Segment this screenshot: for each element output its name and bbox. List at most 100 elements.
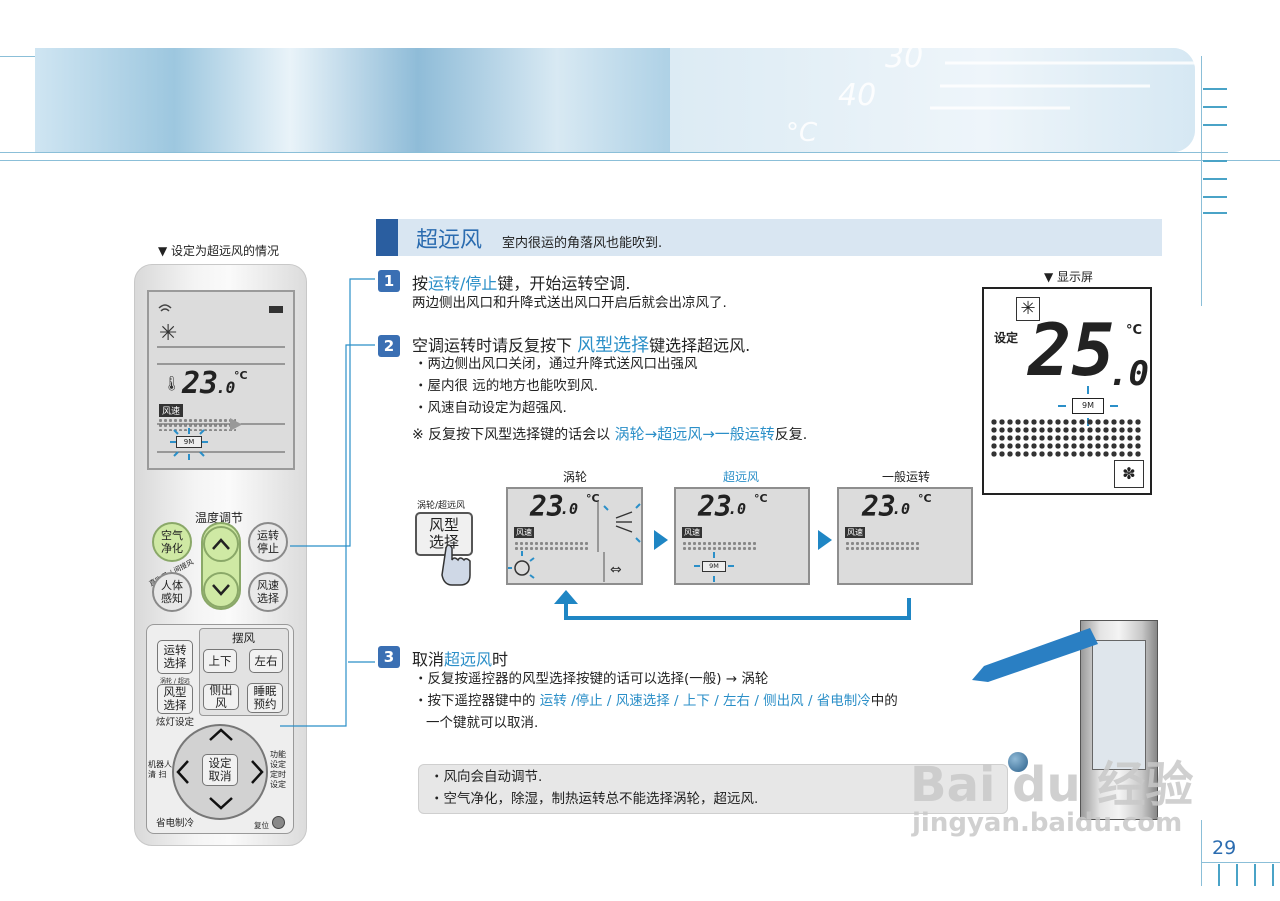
swing-left-right-button[interactable]: 左右 (249, 649, 283, 673)
panel-1-swing-icon (597, 500, 641, 552)
eco-cool-button[interactable]: 省电制冷 (156, 818, 195, 829)
temp-down-button[interactable] (203, 572, 239, 608)
cycle-button-small-label: 涡轮/超远风 (417, 501, 466, 511)
display-decimal: .0 (1108, 354, 1149, 394)
panel-3-fan-bar (845, 541, 919, 552)
swing-up-down-button[interactable]: 上下 (203, 649, 237, 673)
hand-pointer-icon (441, 544, 471, 586)
swing-label: 摆风 (232, 631, 255, 645)
note-1: ・风向会自动调节. (430, 769, 543, 785)
right-rule (1201, 56, 1202, 306)
chevron-right-icon (251, 760, 264, 784)
watermark-brand: Bai du 经验 (910, 757, 1194, 813)
snowflake-icon: ✳ (159, 321, 177, 346)
panel-2-fan-bar (682, 541, 756, 552)
panel-1-fan-bar (514, 541, 588, 552)
banner-number-30: 30 (885, 40, 924, 75)
turbo-icon (514, 560, 530, 576)
step-1-detail: 两边侧出风口和升降式送出风口开启后就会出凉风了. (412, 295, 727, 311)
display-unit: °C (1126, 323, 1143, 338)
step-2-bullet-1: ・两边侧出风口关闭，通过升降式送风口出强风 (414, 356, 698, 372)
temp-adjust-label: 温度调节 (195, 511, 244, 525)
chevron-left-icon (176, 760, 189, 784)
tick (1203, 178, 1227, 180)
connector-lines (280, 278, 375, 727)
panel-3-decimal: .0 (892, 500, 911, 518)
remote-caption: ▼ 设定为超远风的情况 (158, 244, 280, 258)
sleep-timer-button[interactable]: 睡眠 预约 (247, 683, 283, 713)
nav-up-button[interactable] (208, 728, 234, 742)
timer-setting-button[interactable]: 定时 设定 (270, 770, 286, 789)
step-2-number: 2 (378, 335, 400, 357)
fan-speed-button[interactable]: 风速 选择 (248, 572, 288, 612)
remote-lcd-fan-bar (158, 418, 236, 431)
pointer-ball (1008, 752, 1028, 772)
rule-line (0, 152, 1228, 153)
remote-lcd-temp: 23 (182, 366, 219, 401)
step-3-bullet-3: 一个键就可以取消. (426, 715, 539, 731)
tick (1203, 124, 1227, 126)
remote-lcd: ✳ 🌡 (147, 290, 295, 470)
step-2-heading: 空调运转时请反复按下 风型选择键选择超远风. (412, 335, 751, 356)
rule-line (0, 56, 35, 57)
page-number: 29 (1212, 837, 1237, 859)
nav-right-button[interactable] (250, 759, 264, 785)
arrow-right-icon (818, 530, 832, 550)
rule-line (0, 160, 1280, 161)
panel-2-unit: °C (754, 492, 768, 505)
chevron-up-icon (212, 538, 230, 550)
panel-1-decimal: .0 (560, 500, 579, 518)
tick (1203, 196, 1227, 198)
remote-lcd-unit: °C (234, 369, 248, 382)
footer-rule (1201, 862, 1280, 863)
light-setting-label: 炫灯设定 (156, 717, 195, 728)
reset-button[interactable] (272, 816, 285, 829)
body-sense-button[interactable]: 人体 感知 (152, 572, 192, 612)
svg-text:⇔: ⇔ (610, 562, 622, 578)
panel-2-temp: 23 (698, 490, 732, 523)
step-3-bullet-1: ・反复按遥控器的风型选择按键的话可以选择(一般) → 涡轮 (414, 671, 769, 687)
panel-2-9m-tag: 9M (702, 561, 726, 572)
section-title: 超远风 (416, 228, 483, 253)
display-snowflake-icon: ✳ (1016, 297, 1040, 321)
air-purify-button[interactable]: 空气 净化 (152, 522, 192, 562)
display-fan-bar (990, 418, 1142, 458)
display-set-label: 设定 (994, 331, 1019, 345)
panel-1-temp: 23 (530, 490, 564, 523)
step-2-note: ※ 反复按下风型选择键的话会以 涡轮→超远风→一般运转反复. (412, 425, 808, 443)
tick (1203, 212, 1227, 214)
tick (1203, 88, 1227, 90)
reset-label: 复位 (254, 821, 269, 830)
indoor-unit-panel (1092, 640, 1146, 770)
airflow-arrow (972, 628, 1098, 682)
step-3-number: 3 (378, 646, 400, 668)
chevron-down-icon (212, 584, 230, 596)
remote-lcd-fan-label: 风速 (159, 404, 184, 417)
fan-bar-arrow-icon (230, 418, 242, 431)
run-stop-button[interactable]: 运转 停止 (248, 522, 288, 562)
cycle-fan-type-button[interactable]: 风型 选择 (415, 512, 473, 556)
function-setting-button[interactable]: 功能 设定 (270, 750, 286, 769)
fan-type-button[interactable]: 风型 选择 (157, 684, 193, 714)
side-wind-button[interactable]: 侧出风 (203, 684, 239, 710)
robot-clean-button[interactable]: 机器人 清 扫 (148, 760, 172, 779)
blink-icon (170, 428, 208, 460)
nav-left-button[interactable] (176, 759, 190, 785)
arrow-right-icon (654, 530, 668, 550)
panel-3-label: 一般运转 (882, 470, 931, 484)
step-1-number: 1 (378, 270, 400, 292)
panel-1-fan-label: 风速 (514, 527, 534, 538)
tick (1203, 106, 1227, 108)
mode-button[interactable]: 运转 选择 (157, 640, 193, 674)
panel-1-label: 涡轮 (563, 470, 588, 484)
step-2-bullet-2: ・屋内很 远的地方也能吹到风. (414, 378, 599, 394)
thermometer-icon: 🌡 (163, 376, 181, 392)
nav-down-button[interactable] (208, 796, 234, 810)
set-label: 设定 (208, 756, 232, 770)
set-cancel-button[interactable]: 设定 取消 (202, 754, 238, 786)
chevron-down-icon (209, 797, 233, 810)
thermometer-banner (670, 48, 1195, 152)
remote-lcd-decimal: .0 (216, 378, 236, 397)
loop-back-arrow (554, 590, 911, 620)
temp-up-button[interactable] (203, 526, 239, 562)
